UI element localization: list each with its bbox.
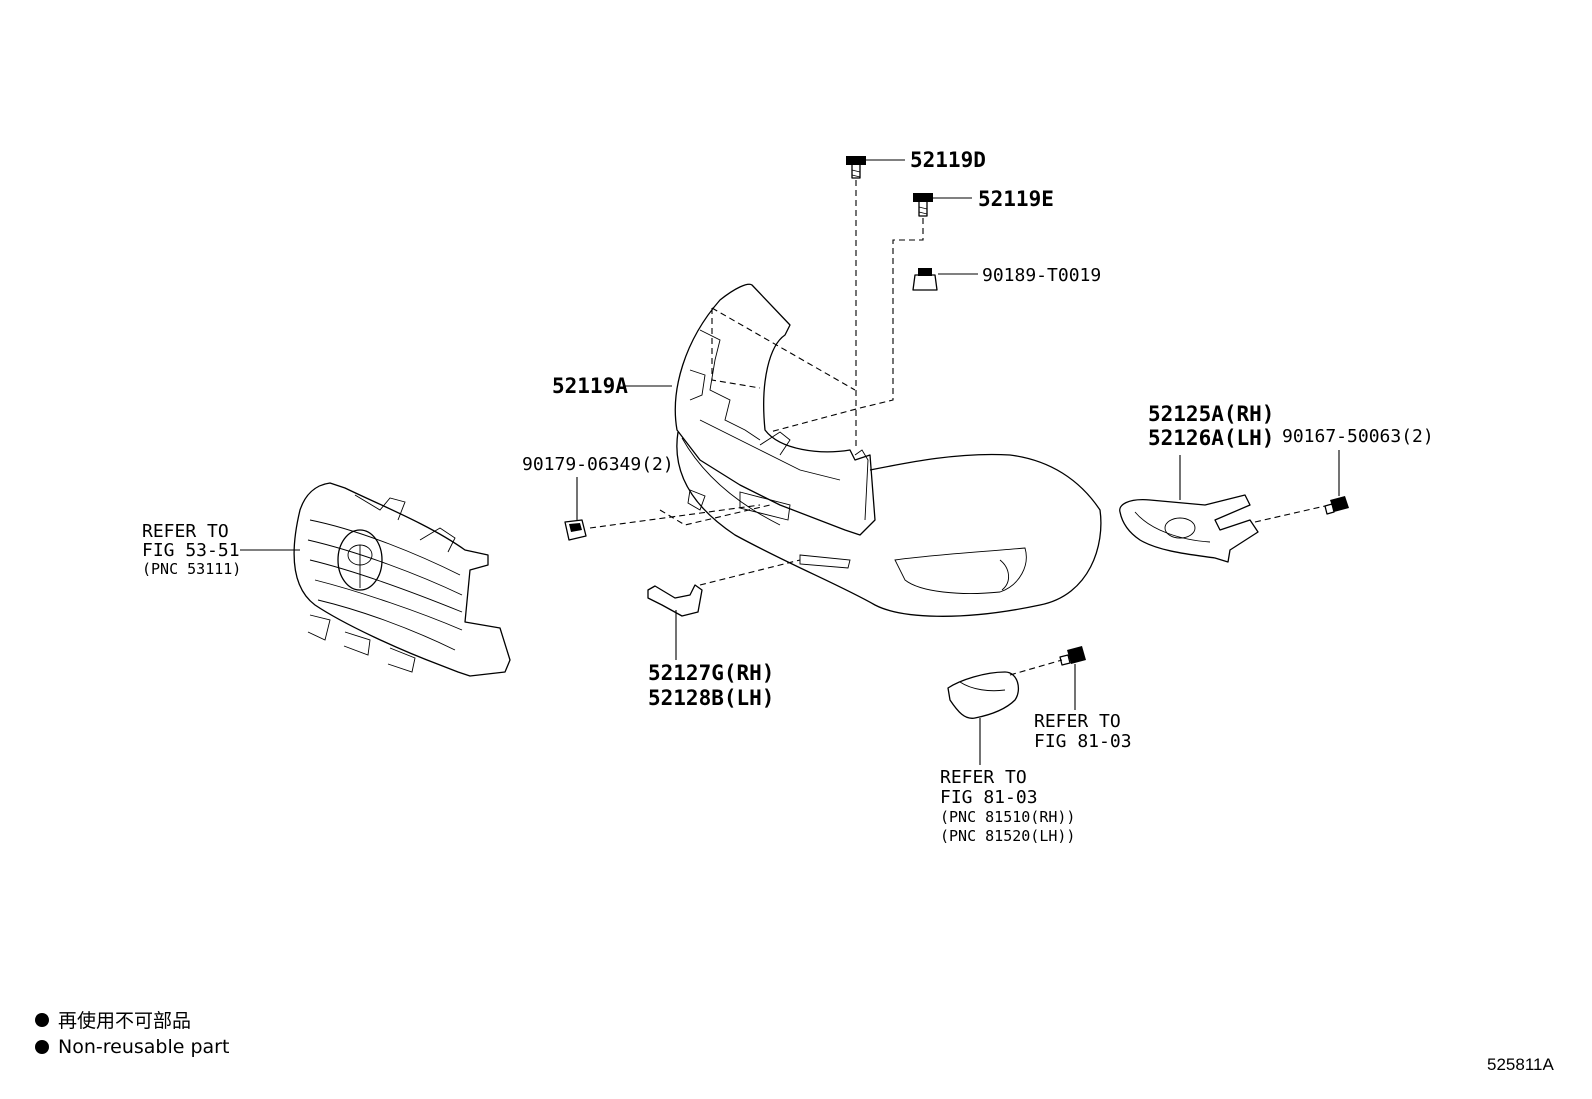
- callout-52127G[interactable]: 52127G(RH): [648, 661, 774, 685]
- bumper-side-bracket[interactable]: [647, 584, 703, 617]
- legend-jp: 再使用不可部品: [58, 1010, 191, 1032]
- screw-fog-cover-icon[interactable]: [1059, 646, 1086, 666]
- clip-90179-icon[interactable]: [564, 519, 587, 541]
- legend-bullet-icon: [35, 1013, 49, 1027]
- callout-52119A[interactable]: 52119A: [552, 374, 628, 398]
- callout-52125A[interactable]: 52125A(RH): [1148, 402, 1274, 426]
- callout-52128B[interactable]: 52128B(LH): [648, 686, 774, 710]
- ref-fog-cover-pnc-rh: (PNC 81510(RH)): [940, 808, 1075, 826]
- radiator-grille[interactable]: [293, 482, 511, 677]
- fog-lamp-bracket[interactable]: [1119, 494, 1259, 563]
- callout-90167-50063[interactable]: 90167-50063(2): [1282, 426, 1434, 447]
- callout-90189-T0019[interactable]: 90189-T0019: [982, 265, 1101, 286]
- callout-52119E[interactable]: 52119E: [978, 187, 1054, 211]
- callout-52119D[interactable]: 52119D: [910, 148, 986, 172]
- ref-fog-bolt-fig-link[interactable]: FIG 81-03: [1034, 731, 1132, 752]
- callout-52126A[interactable]: 52126A(LH): [1148, 426, 1274, 450]
- assembly-lines: [589, 180, 1326, 676]
- bolt-52119D-icon[interactable]: [846, 156, 866, 179]
- ref-fog-cover-pnc-lh: (PNC 81520(LH)): [940, 827, 1075, 845]
- nut-90189-icon[interactable]: [912, 268, 938, 291]
- legend-bullet-icon: [35, 1040, 49, 1054]
- bolt-52119E-icon[interactable]: [913, 193, 933, 217]
- legend-en: Non-reusable part: [58, 1036, 229, 1058]
- ref-fog-cover-line1: REFER TO: [940, 767, 1027, 788]
- ref-grille-pnc: (PNC 53111): [142, 560, 241, 578]
- bumper-cover[interactable]: [676, 431, 1102, 617]
- fog-lamp-cover[interactable]: [947, 671, 1019, 719]
- figure-number: 525811A: [1487, 1055, 1554, 1074]
- ref-grille-fig-link[interactable]: FIG 53-51: [142, 540, 240, 561]
- ref-grille-line1: REFER TO: [142, 521, 229, 542]
- bumper-retainer[interactable]: [674, 283, 876, 536]
- callout-90179-06349[interactable]: 90179-06349(2): [522, 454, 674, 475]
- screw-90167-icon[interactable]: [1324, 496, 1349, 515]
- ref-fog-cover-fig-link[interactable]: FIG 81-03: [940, 787, 1038, 808]
- legend: 再使用不可部品 Non-reusable part: [35, 1010, 229, 1058]
- leader-lines: [240, 159, 1340, 765]
- ref-fog-bolt-line1: REFER TO: [1034, 711, 1121, 732]
